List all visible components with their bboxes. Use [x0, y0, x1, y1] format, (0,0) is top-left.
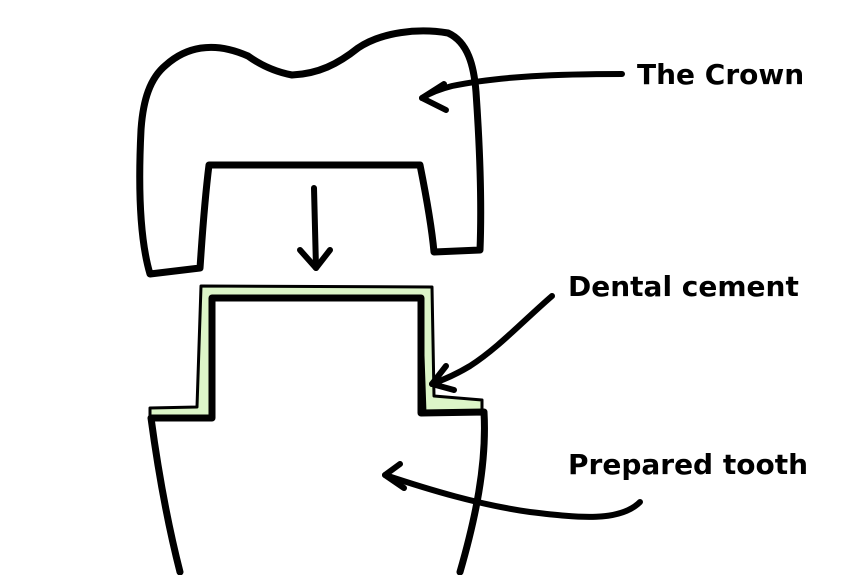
dental-cement-layer	[148, 284, 484, 420]
placement-arrow	[297, 185, 333, 271]
crown-shape	[136, 27, 485, 278]
cement-pointer-arrow	[429, 293, 555, 393]
cement-label: Dental cement	[568, 270, 799, 303]
tooth-label: Prepared tooth	[568, 448, 808, 481]
crown-label: The Crown	[637, 58, 804, 91]
crown-pointer-arrow	[419, 71, 625, 113]
tooth-pointer-arrow	[382, 461, 643, 520]
prepared-tooth-shape	[147, 294, 488, 575]
